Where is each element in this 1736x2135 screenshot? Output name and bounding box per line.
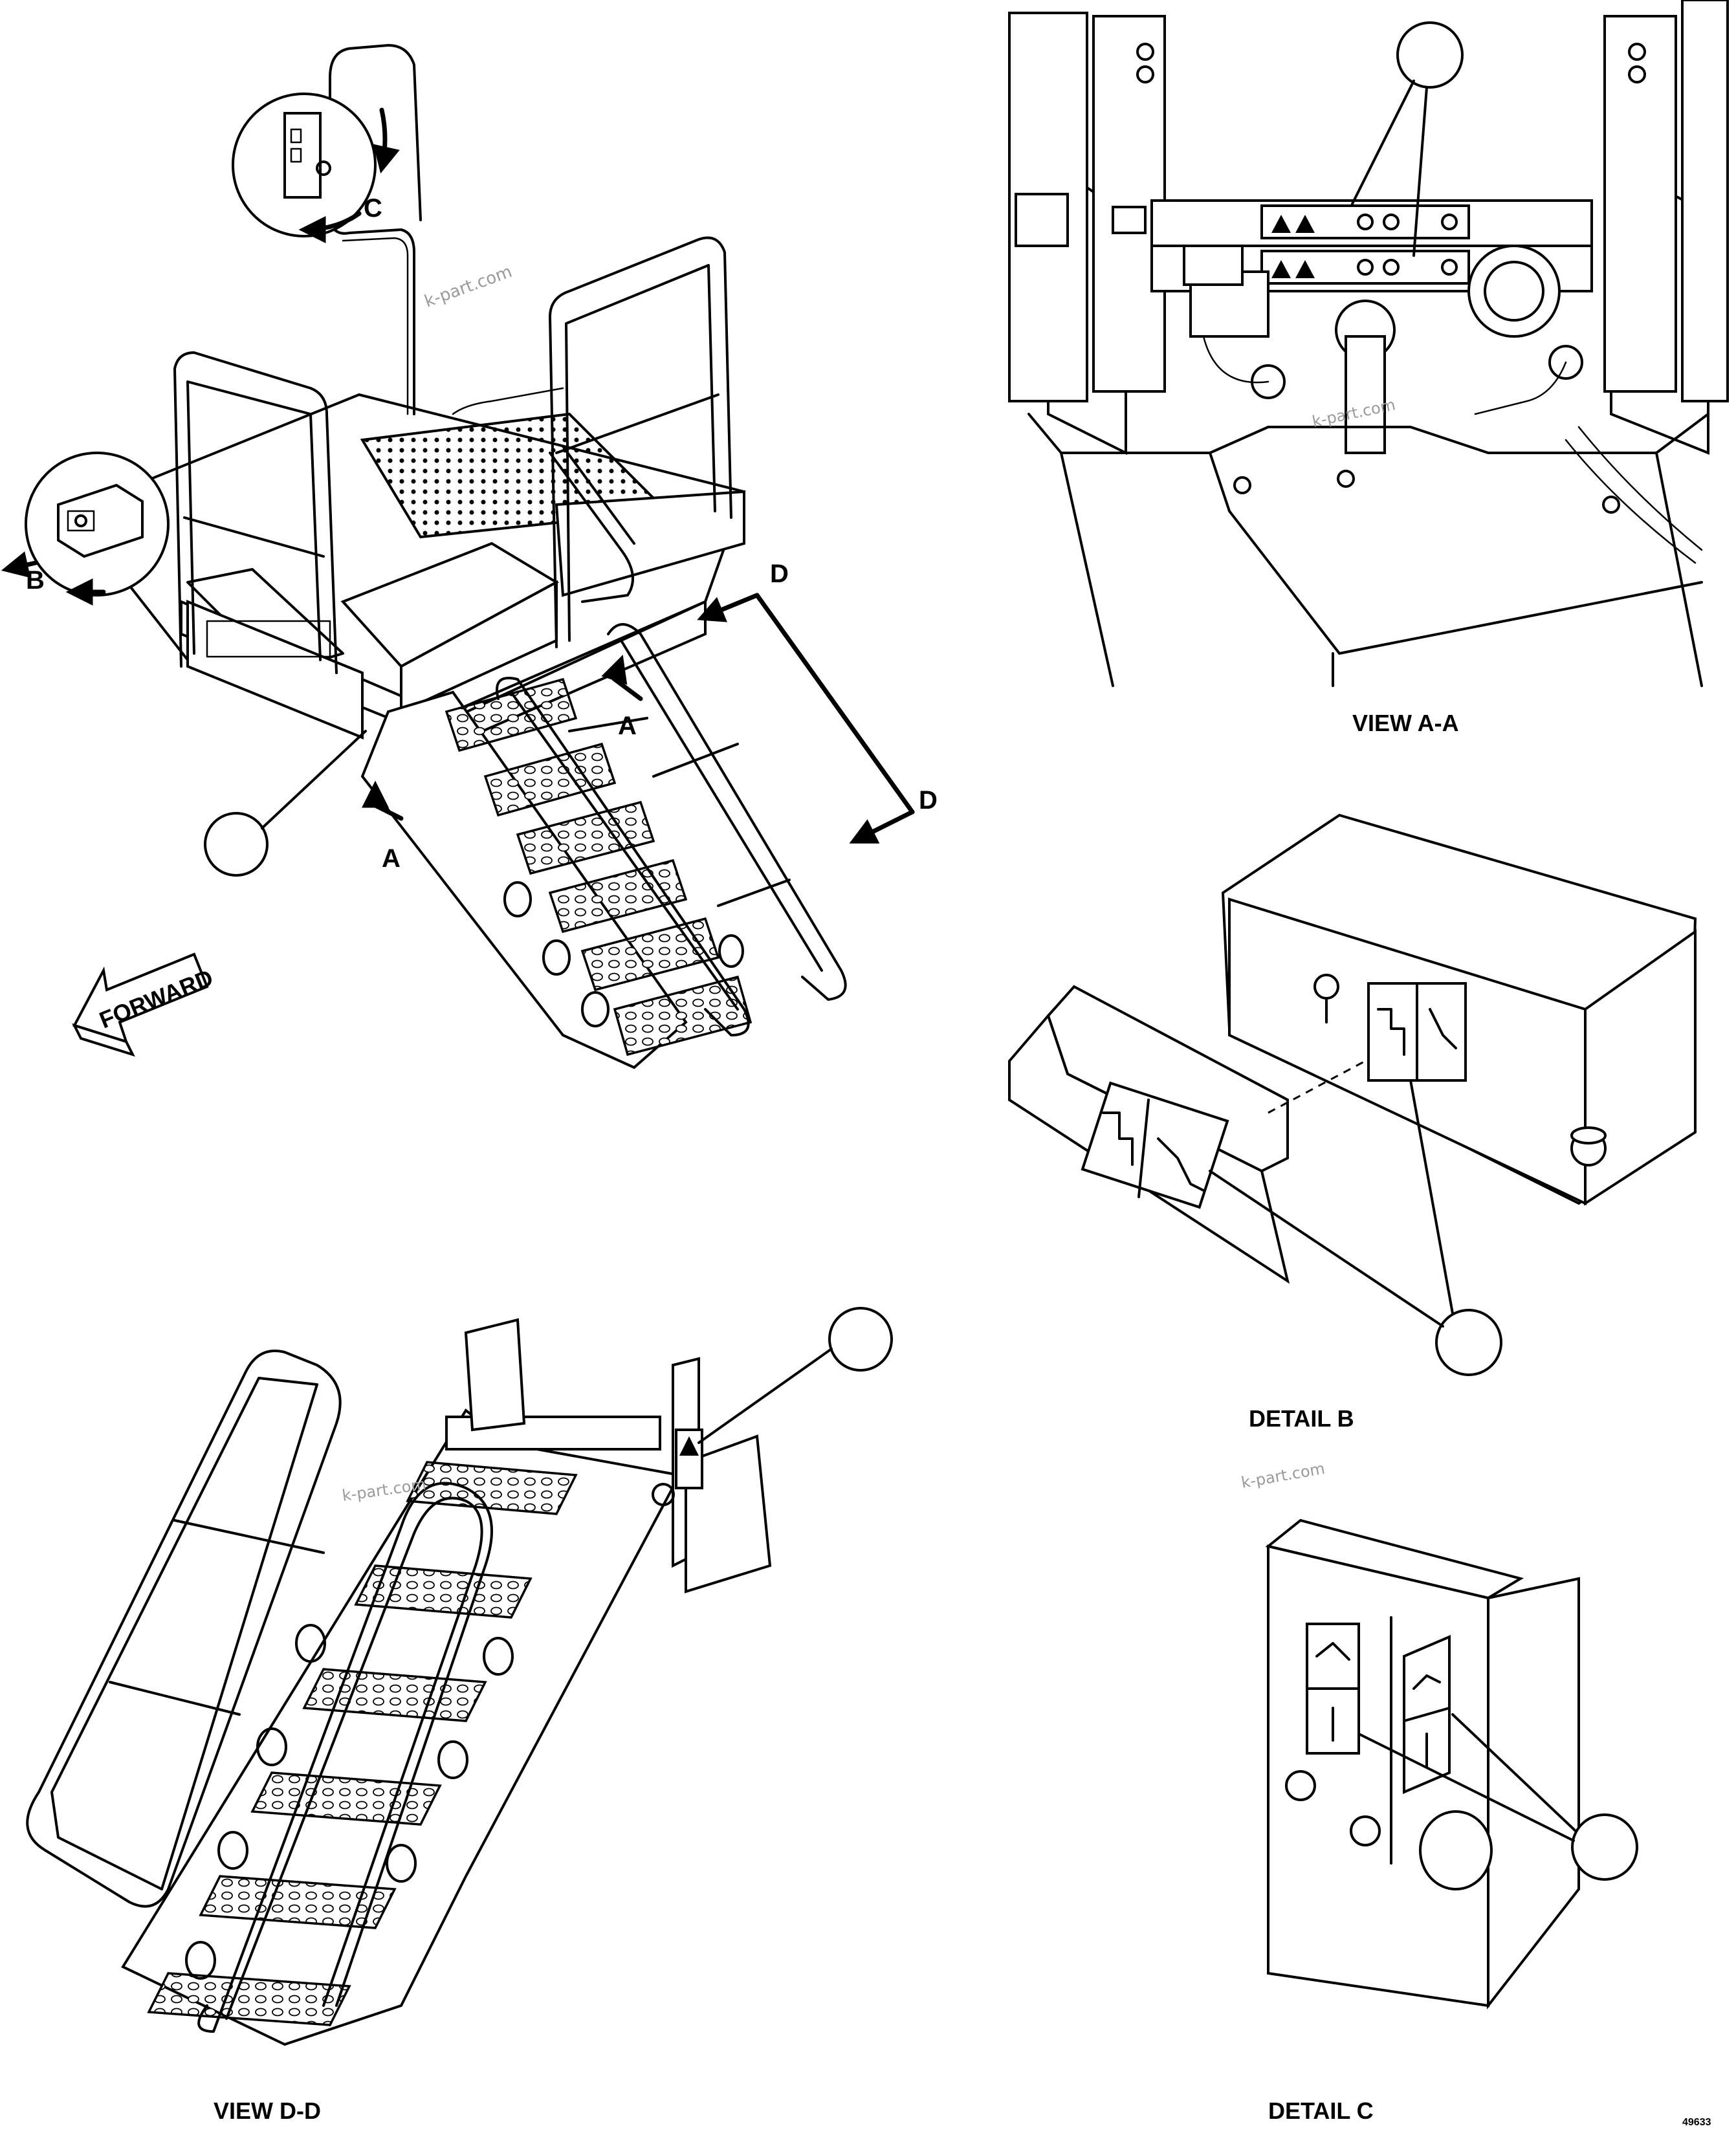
- section-a-label-upper: A: [618, 712, 637, 740]
- view-aa-decal-strip-lower: [1260, 250, 1470, 285]
- detail-c-decal-left: [1306, 1623, 1360, 1755]
- view-dd-caption: VIEW D-D: [214, 2097, 321, 2124]
- item-callout-bubble-view-dd: [828, 1307, 893, 1372]
- detail-c-decal-right: [1403, 1634, 1451, 1795]
- section-d-label-lower: D: [919, 786, 938, 815]
- view-aa-decal-strip-upper: [1260, 204, 1470, 239]
- view-dd-stair-treads: [147, 1461, 578, 2026]
- drawing-number: 49633: [1682, 2117, 1711, 2128]
- section-d-label-upper: D: [770, 560, 789, 588]
- view-dd-warning-decal: [675, 1429, 703, 1489]
- stair-lightening-holes: [503, 881, 744, 1027]
- section-a-label-lower: A: [382, 844, 401, 873]
- detail-c-caption: DETAIL C: [1268, 2097, 1374, 2124]
- view-dd-drawing: VIEW D-D: [26, 1307, 893, 2124]
- item-callout-bubble-main: [204, 812, 269, 877]
- detail-c-drawing: DETAIL C: [1265, 1518, 1638, 2124]
- watermark-main: k-part.com: [422, 262, 514, 312]
- item-callout-bubble-detail-b: [1435, 1309, 1502, 1376]
- view-aa-caption: VIEW A-A: [1352, 710, 1459, 736]
- detail-b-drawing: DETAIL B: [1008, 813, 1697, 1432]
- view-dd-lightening-holes: [185, 1624, 514, 1980]
- main-platform-view: C B: [1, 44, 938, 1069]
- detail-c-reference-letter: C: [364, 194, 382, 223]
- detail-b-caption: DETAIL B: [1249, 1405, 1354, 1432]
- item-callout-bubble-detail-c: [1571, 1813, 1638, 1881]
- forward-direction-arrow: FORWARD: [72, 952, 217, 1057]
- watermark-detail-c: k-part.com: [1240, 1460, 1326, 1492]
- view-aa-drawing: VIEW A-A: [1008, 0, 1729, 736]
- item-callout-bubble-view-aa: [1396, 21, 1464, 89]
- detail-b-reference-letter: B: [26, 566, 45, 595]
